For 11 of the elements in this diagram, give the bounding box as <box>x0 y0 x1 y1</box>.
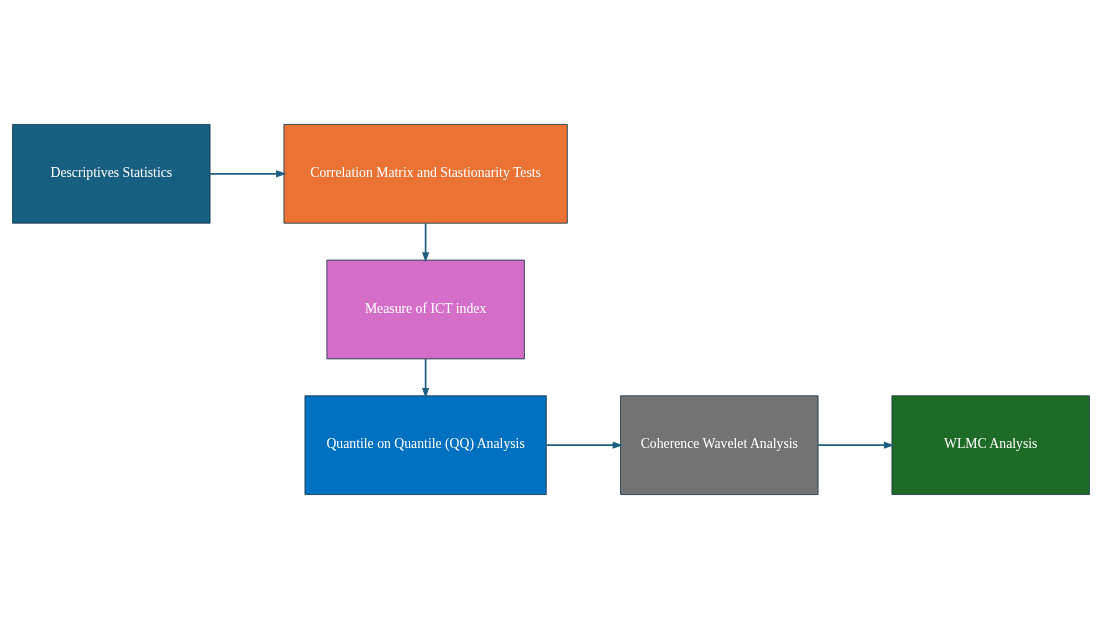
arrow <box>209 170 287 178</box>
node-box: Coherence Wavelet Analysis <box>620 395 819 495</box>
node-box: WLMC Analysis <box>891 395 1090 495</box>
arrow <box>422 358 430 399</box>
node-box: Correlation Matrix and Stastionarity Tests <box>283 124 568 224</box>
node-box: Measure of ICT index <box>326 259 525 360</box>
node-box: Descriptives Statistics <box>12 124 211 224</box>
arrow <box>545 441 623 449</box>
node-box: Quantile on Quantile (QQ) Analysis <box>304 395 547 495</box>
arrow <box>422 222 430 263</box>
arrow <box>817 441 895 449</box>
